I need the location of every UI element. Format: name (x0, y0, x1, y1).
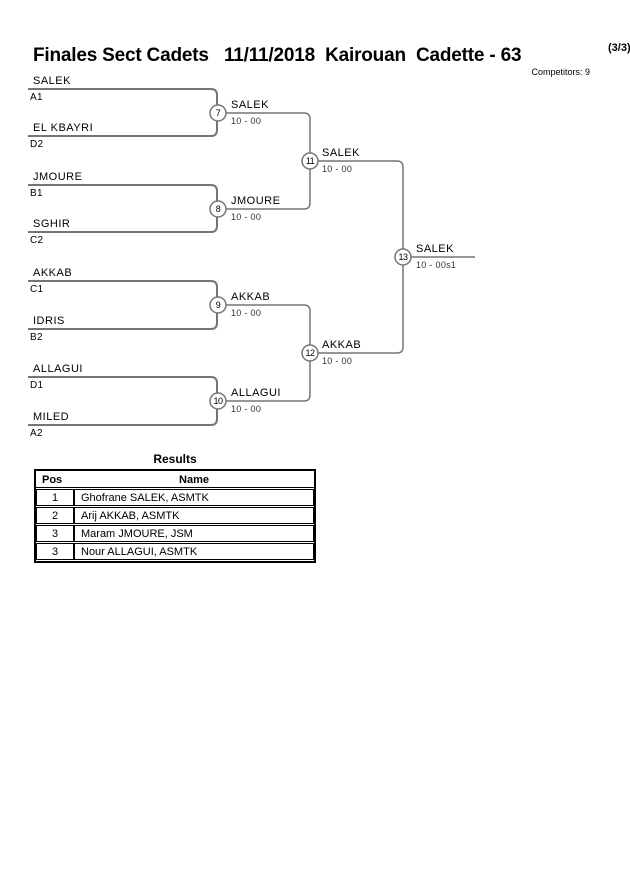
name-cell: Ghofrane SALEK, ASMTK (74, 489, 314, 506)
winner-score: 10 - 00 (231, 308, 262, 318)
player-name: SGHIR (33, 218, 71, 230)
competitors-count: Competitors: 9 (531, 67, 590, 77)
match11-winner-line (318, 160, 404, 257)
player-name: ALLAGUI (33, 363, 83, 375)
seed-label: A2 (30, 428, 43, 439)
match-number: 8 (215, 204, 221, 214)
name-cell: Maram JMOURE, JSM (74, 525, 314, 542)
player-name: IDRIS (33, 315, 65, 327)
col-header-name: Name (74, 472, 314, 488)
table-row: 3 Maram JMOURE, JSM (36, 525, 314, 542)
winner-score: 10 - 00 (231, 212, 262, 222)
player-name: MILED (33, 411, 70, 423)
match-number: 7 (215, 108, 221, 118)
match-number: 12 (305, 348, 315, 358)
table-row: 2 Arij AKKAB, ASMTK (36, 507, 314, 524)
match-number: 9 (215, 300, 221, 310)
winner-name: SALEK (416, 243, 454, 255)
match-number: 11 (305, 156, 315, 166)
winner-score: 10 - 00 (231, 116, 262, 126)
seed-label: C2 (30, 235, 44, 246)
winner-name: SALEK (231, 99, 269, 111)
table-row: 3 Nour ALLAGUI, ASMTK (36, 543, 314, 560)
seed-label: A1 (30, 92, 43, 103)
winner-score: 10 - 00 (231, 404, 262, 414)
match-number: 13 (398, 252, 408, 262)
player-name: JMOURE (33, 171, 83, 183)
pos-cell: 3 (36, 525, 74, 542)
table-row: 1 Ghofrane SALEK, ASMTK (36, 489, 314, 506)
winner-name: JMOURE (231, 195, 281, 207)
winner-name: AKKAB (322, 339, 362, 351)
seed-label: B1 (30, 188, 43, 199)
name-cell: Arij AKKAB, ASMTK (74, 507, 314, 524)
seed-label: B2 (30, 332, 43, 343)
seed-label: C1 (30, 284, 44, 295)
col-header-pos: Pos (36, 472, 74, 488)
seed-label: D2 (30, 139, 44, 150)
results-table: Pos Name 1 Ghofrane SALEK, ASMTK 2 Arij … (34, 469, 316, 563)
name-cell: Nour ALLAGUI, ASMTK (74, 543, 314, 560)
page-indicator: (3/3) (608, 42, 630, 54)
results-title: Results (153, 452, 197, 466)
winner-name: ALLAGUI (231, 387, 281, 399)
winner-name: SALEK (322, 147, 360, 159)
player-name: SALEK (33, 75, 71, 87)
winner-score: 10 - 00 (322, 356, 353, 366)
player-name: AKKAB (33, 267, 73, 279)
winner-score: 10 - 00 (322, 164, 353, 174)
match-number: 10 (213, 396, 223, 406)
winner-name: AKKAB (231, 291, 271, 303)
pos-cell: 1 (36, 489, 74, 506)
page-title: Finales Sect Cadets 11/11/2018 Kairouan … (33, 45, 522, 66)
results-header-row: Pos Name (36, 472, 314, 488)
pos-cell: 2 (36, 507, 74, 524)
seed-label: D1 (30, 380, 44, 391)
player-name: EL KBAYRI (33, 122, 94, 134)
pos-cell: 3 (36, 543, 74, 560)
winner-score: 10 - 00s1 (416, 260, 457, 270)
